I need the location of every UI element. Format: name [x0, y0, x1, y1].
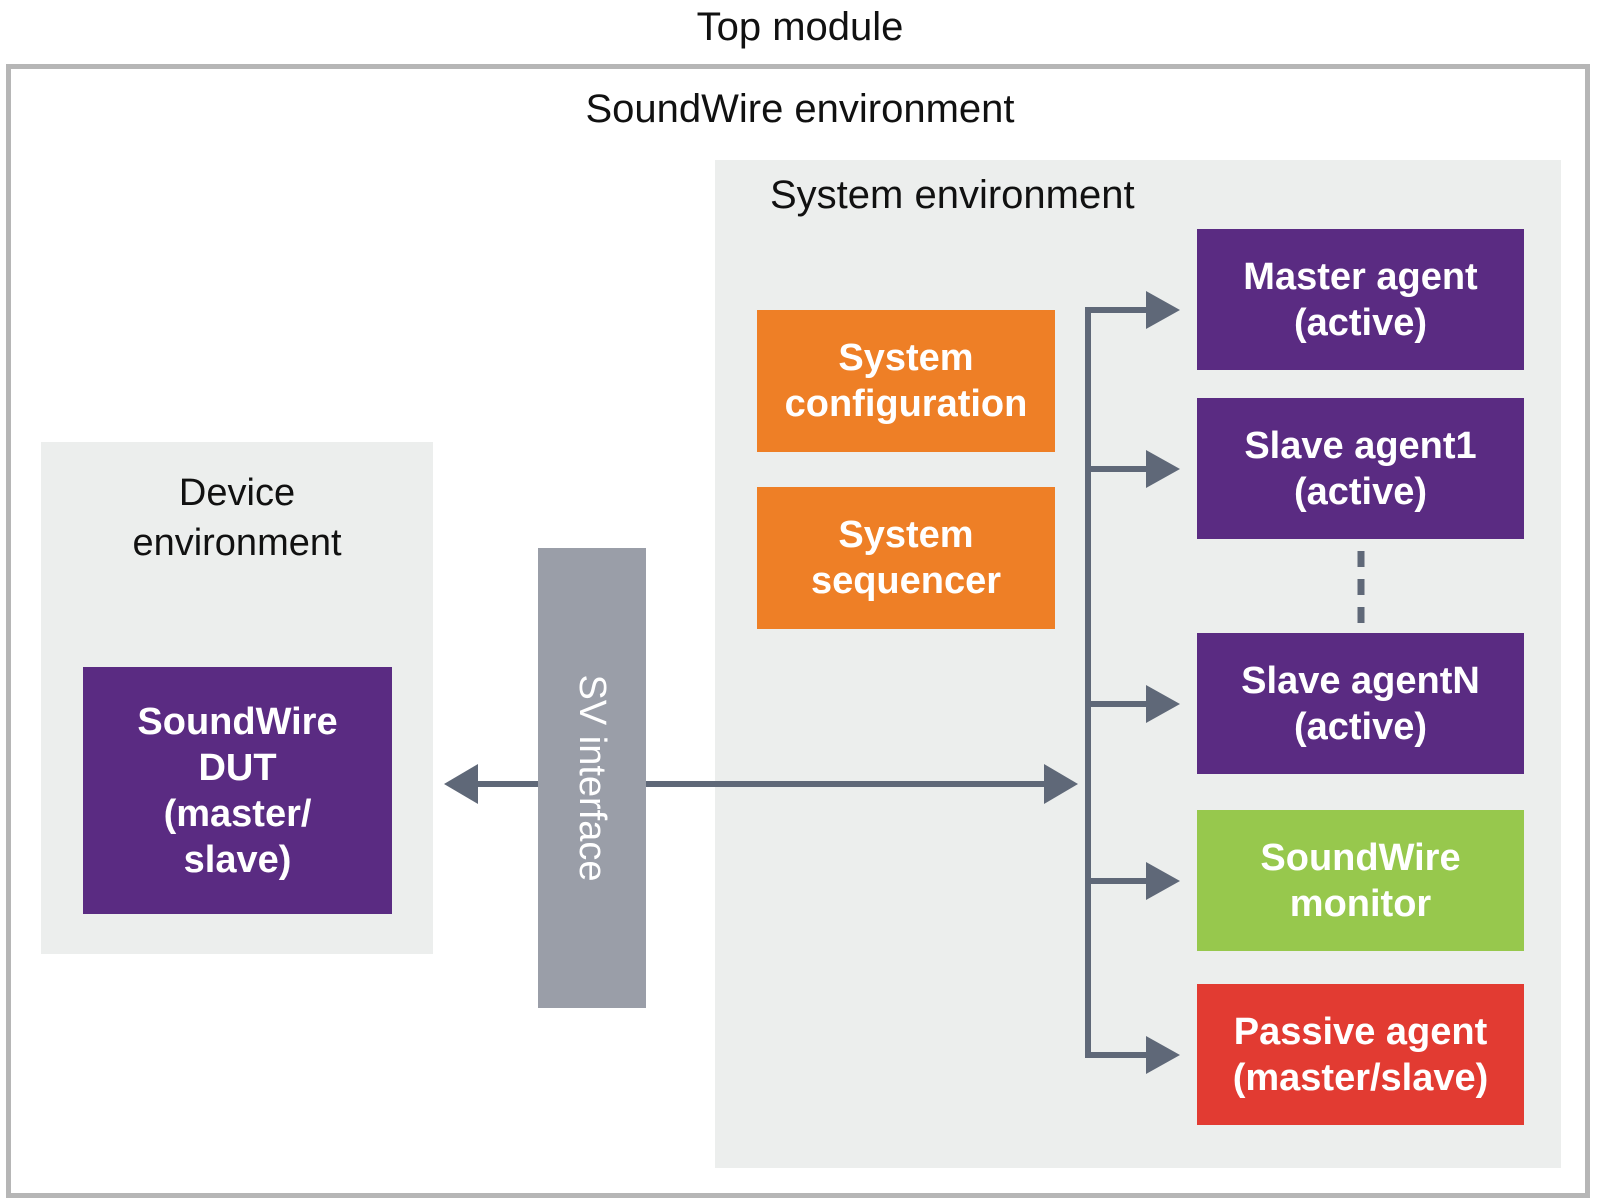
system-sequencer-line-1: System [838, 514, 974, 556]
passive-agent-line-1: Passive agent [1233, 1010, 1488, 1053]
passive-agent-line-2: (master/slave) [1232, 1056, 1489, 1099]
arrow-head-slave-1 [1146, 450, 1180, 488]
soundwire-dut-block: SoundWire DUT (master/ slave) [83, 667, 392, 914]
slave-agent-1-line-1: Slave agent1 [1244, 424, 1477, 467]
arrow-head-monitor [1146, 862, 1180, 900]
master-agent-line-2: (active) [1293, 301, 1428, 344]
device-environment-title-line-2: environment [132, 522, 342, 564]
passive-agent-block: Passive agent (master/slave) [1197, 984, 1524, 1125]
arrow-head-passive [1146, 1036, 1180, 1074]
soundwire-monitor-block: SoundWire monitor [1197, 810, 1524, 951]
master-agent-line-1: Master agent [1243, 255, 1478, 298]
device-environment-title: Device environment [41, 468, 433, 568]
slave-agent-1-line-2: (active) [1293, 470, 1428, 513]
system-sequencer-line-2: sequencer [810, 560, 1002, 602]
arrow-head-slave-n [1146, 685, 1180, 723]
sv-interface-label: SV interface [571, 674, 613, 882]
dut-line-1: SoundWire [137, 700, 338, 743]
arrow-head-bus [1044, 764, 1078, 804]
system-configuration-line-1: System [838, 337, 974, 379]
top-module-frame [6, 64, 1590, 1198]
slave-agent-n-line-1: Slave agentN [1241, 659, 1480, 702]
system-environment-title: System environment [770, 173, 1135, 217]
top-module-title: Top module [696, 5, 904, 49]
system-sequencer-block: System sequencer [757, 487, 1055, 629]
dut-line-4: slave) [183, 838, 292, 881]
dut-line-3: (master/ [163, 792, 312, 835]
sv-interface-bar [538, 548, 646, 1008]
arrow-head-master [1146, 291, 1180, 329]
soundwire-environment-title: SoundWire environment [585, 87, 1015, 131]
soundwire-monitor-line-1: SoundWire [1260, 836, 1461, 879]
dut-line-2: DUT [198, 746, 277, 789]
soundwire-monitor-line-2: monitor [1289, 882, 1432, 925]
arrow-head-dut [444, 764, 478, 804]
system-configuration-block: System configuration [757, 310, 1055, 452]
slave-agent-n-block: Slave agentN (active) [1197, 633, 1524, 774]
master-agent-block: Master agent (active) [1197, 229, 1524, 370]
system-configuration-line-2: configuration [784, 383, 1028, 425]
slave-agent-1-block: Slave agent1 (active) [1197, 398, 1524, 539]
device-environment-title-line-1: Device [178, 472, 296, 514]
slave-agent-n-line-2: (active) [1293, 705, 1428, 748]
